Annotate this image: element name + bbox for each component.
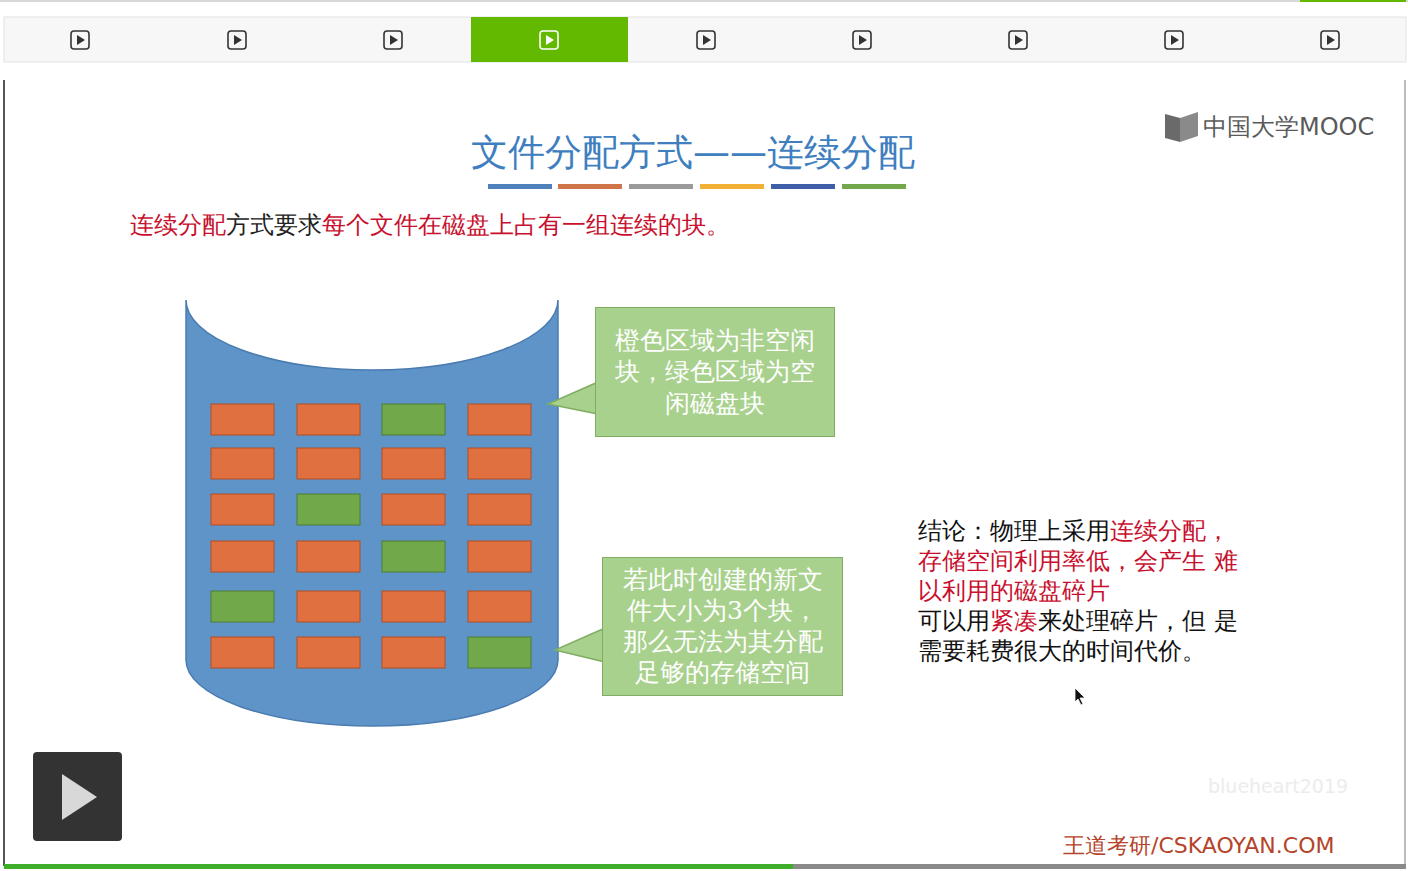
slide-title: 文件分配方式——连续分配 — [0, 128, 1386, 178]
lead-emphasis: 每个文件在磁盘上占有一组连续的块。 — [322, 211, 730, 239]
conclusion-text: 可以用 — [918, 607, 990, 635]
text-block: 中国大学MOOC — [1203, 112, 1403, 143]
callout-text: 橙色区域为非空闲 块，绿色区域为空 闲磁盘块 — [604, 325, 826, 419]
lead-term: 连续分配 — [130, 211, 226, 239]
text-block: 王道考研/CSKAOYAN.COM — [1063, 832, 1393, 861]
conclusion-text: 结论：物理上采用 — [918, 517, 1110, 545]
text-block: 连续分配方式要求每个文件在磁盘上占有一组连续的块。 — [130, 210, 1030, 241]
watermark: blueheart2019 — [1208, 775, 1348, 797]
text-block: blueheart2019 — [1208, 774, 1398, 799]
callout-text: 若此时创建的新文 件大小为3个块， 那么无法为其分配 足够的存储空间 — [611, 564, 834, 689]
footer-brand: 王道考研/CSKAOYAN.COM — [1063, 833, 1334, 858]
callout-box: 橙色区域为非空闲 块，绿色区域为空 闲磁盘块 — [595, 307, 835, 437]
text-block: 结论：物理上采用连续分配， 存储空间利用率低，会产生 难以利用的磁盘碎片可以用紧… — [918, 516, 1253, 666]
logo-text: 中国大学MOOC — [1203, 113, 1374, 141]
conclusion-emphasis: 紧凑 — [990, 607, 1038, 635]
callout-box: 若此时创建的新文 件大小为3个块， 那么无法为其分配 足够的存储空间 — [602, 557, 843, 696]
lead-text: 方式要求 — [226, 211, 322, 239]
